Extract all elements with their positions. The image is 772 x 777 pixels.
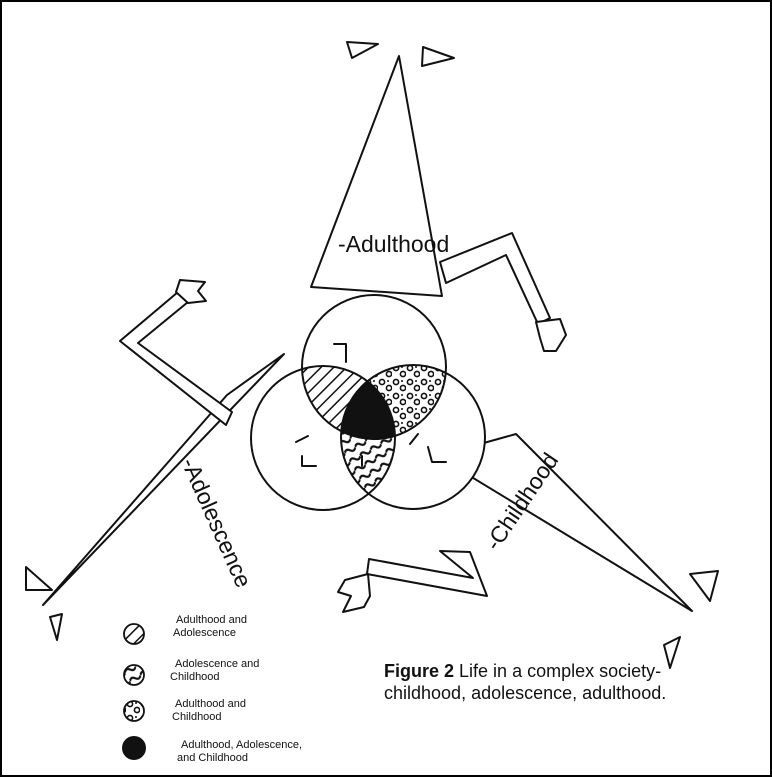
legend-item-2-line2: Childhood (170, 671, 259, 684)
caption-line2: childhood, adolescence, adulthood. (384, 682, 666, 704)
legend-swatches (122, 624, 146, 760)
caption-figure-number: Figure 2 (384, 661, 454, 681)
label-adulthood: -Adulthood (338, 231, 449, 257)
adolescence-figure (26, 280, 284, 640)
caption-line1: Life in a complex society- (459, 661, 661, 681)
legend-item-2: Adolescence and Childhood (175, 658, 259, 684)
legend-swatch-dots (124, 701, 144, 721)
legend-item-1-line1: Adulthood and (176, 614, 247, 627)
legend-item-2-line1: Adolescence and (175, 658, 259, 671)
adulthood-left-foot (347, 42, 378, 58)
legend-item-4: Adulthood, Adolescence, and Childhood (181, 739, 302, 765)
childhood-foot-upper (690, 571, 718, 601)
childhood-hand (338, 574, 370, 612)
adulthood-body (311, 56, 442, 296)
figure-caption: Figure 2 Life in a complex society- chil… (384, 660, 666, 704)
venn-diagram (251, 295, 485, 510)
legend-swatch-solid (122, 736, 146, 760)
adulthood-right-foot (422, 47, 454, 66)
adulthood-hand (536, 319, 566, 351)
childhood-foot-lower (664, 637, 680, 668)
legend-item-3: Adulthood and Childhood (175, 698, 246, 724)
adulthood-arm (440, 233, 550, 324)
label-adolescence: -Adolescence (176, 453, 256, 591)
legend-item-3-line1: Adulthood and (175, 698, 246, 711)
adolescence-foot-lower (50, 614, 62, 640)
legend-swatch-wave (124, 665, 144, 685)
legend-item-1-line2: Adolescence (173, 627, 247, 640)
legend-item-4-line2: and Childhood (177, 752, 302, 765)
childhood-arm-polygon (367, 551, 487, 596)
legend-item-3-line2: Childhood (172, 711, 246, 724)
legend-swatch-hatch (124, 624, 144, 644)
adolescence-foot-upper (26, 567, 52, 590)
legend-item-4-line1: Adulthood, Adolescence, (181, 739, 302, 752)
legend-item-1: Adulthood and Adolescence (176, 614, 247, 640)
adolescence-arm (120, 292, 232, 425)
